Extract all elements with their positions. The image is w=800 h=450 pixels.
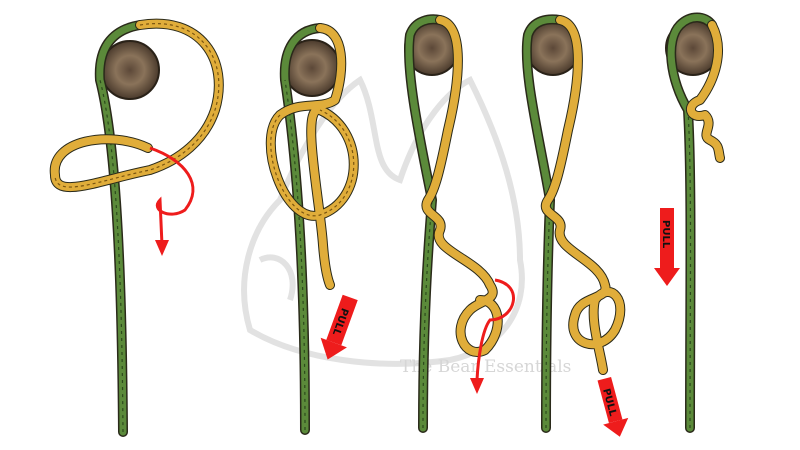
bear-watermark-logo: The Bear Essentials xyxy=(241,75,571,377)
pull-label: PULL xyxy=(600,387,618,418)
step-2: PULL xyxy=(265,23,359,435)
pull-arrow: PULL xyxy=(654,208,680,286)
step-1 xyxy=(49,18,224,437)
pull-label: PULL xyxy=(660,220,671,249)
step-5: PULL xyxy=(654,12,725,433)
direction-arrow xyxy=(475,278,515,381)
watermark-text: The Bear Essentials xyxy=(400,357,571,377)
pull-arrow: PULL xyxy=(597,376,629,437)
step-3 xyxy=(404,14,515,433)
direction-arrow xyxy=(149,146,195,246)
step-4: PULL xyxy=(521,14,629,437)
